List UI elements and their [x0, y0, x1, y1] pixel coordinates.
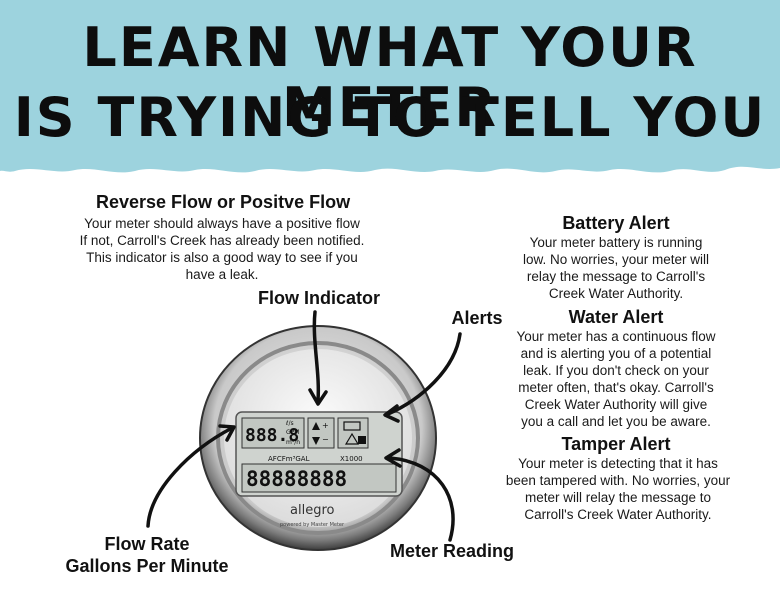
meter-rate-unit: GPM	[286, 429, 299, 436]
battery-alert-line: low. No worries, your meter will	[522, 252, 710, 267]
water-alert-heading: Water Alert	[568, 307, 664, 327]
meter-multiplier: X1000	[340, 455, 363, 463]
reverse-flow-text: Your meter should always have a positive…	[72, 215, 372, 283]
svg-text:+: +	[322, 421, 329, 430]
title-banner	[0, 0, 780, 190]
tamper-alert-line: Carroll's Creek Water Authority.	[524, 507, 712, 522]
flow-rate-line: Gallons Per Minute	[65, 556, 229, 576]
water-alert-line: and is alerting you of a potential	[520, 346, 712, 361]
svg-text:−: −	[322, 435, 329, 444]
meter-brand: allegro	[290, 503, 334, 518]
water-alert-line: Your meter has a continuous flow	[516, 329, 716, 344]
battery-alert-text: Your meter battery is running low. No wo…	[506, 234, 726, 302]
meter-unit-label: AFCFm³GAL	[268, 455, 310, 463]
water-alert-text: Your meter has a continuous flow and is …	[500, 328, 732, 430]
flow-rate-line: Flow Rate	[104, 534, 190, 554]
reverse-flow-heading: Reverse Flow or Positve Flow	[96, 192, 351, 212]
battery-alert-heading: Battery Alert	[562, 213, 670, 233]
tamper-alert-line: been tampered with. No worries, your	[505, 473, 731, 488]
water-meter-image: 888.8 ℓ/s GPM m³/h + − AFCFm³GAL X1000 8…	[199, 325, 437, 551]
water-alert-line: Creek Water Authority will give	[524, 397, 708, 412]
water-alert-line: meter often, that's okay. Carroll's	[518, 380, 714, 395]
alerts-label: Alerts	[451, 308, 503, 328]
battery-alert-line: relay the message to Carroll's	[526, 269, 706, 284]
reverse-flow-line: Your meter should always have a positive…	[84, 216, 360, 231]
meter-reading-digits: 88888888	[246, 467, 347, 491]
water-alert-line: leak. If you don't check on your	[523, 363, 709, 378]
tamper-alert-heading: Tamper Alert	[561, 434, 671, 454]
flow-indicator-label: Flow Indicator	[257, 288, 380, 308]
meter-rate-unit: m³/h	[286, 439, 300, 446]
meter-reading-label: Meter Reading	[390, 541, 515, 561]
battery-alert-line: Your meter battery is running	[529, 235, 703, 250]
battery-alert-line: Creek Water Authority.	[548, 286, 684, 301]
page-title-line-1: LEARN WHAT YOUR METER	[82, 16, 698, 139]
flow-rate-label: Flow Rate Gallons Per Minute	[60, 533, 234, 577]
meter-powered-by: powered by Master Meter	[280, 522, 345, 528]
meter-rate-unit: ℓ/s	[285, 420, 294, 427]
tamper-alert-text: Your meter is detecting that it has been…	[498, 455, 738, 523]
reverse-flow-line: This indicator is also a good way to see…	[86, 250, 358, 265]
tamper-alert-line: Your meter is detecting that it has	[518, 456, 718, 471]
water-alert-line: you a call and let you be aware.	[521, 414, 711, 429]
tamper-alert-line: meter will relay the message to	[524, 490, 712, 505]
flow-arrows-icon: + −	[312, 421, 329, 445]
reverse-flow-line: have a leak.	[185, 267, 259, 282]
reverse-flow-line: If not, Carroll's Creek has already been…	[79, 233, 365, 248]
alert-icons	[343, 421, 366, 445]
page-title-line-2: IS TRYING TO TELL YOU	[13, 86, 767, 149]
meter-rate-digits: 888.8	[245, 425, 299, 446]
